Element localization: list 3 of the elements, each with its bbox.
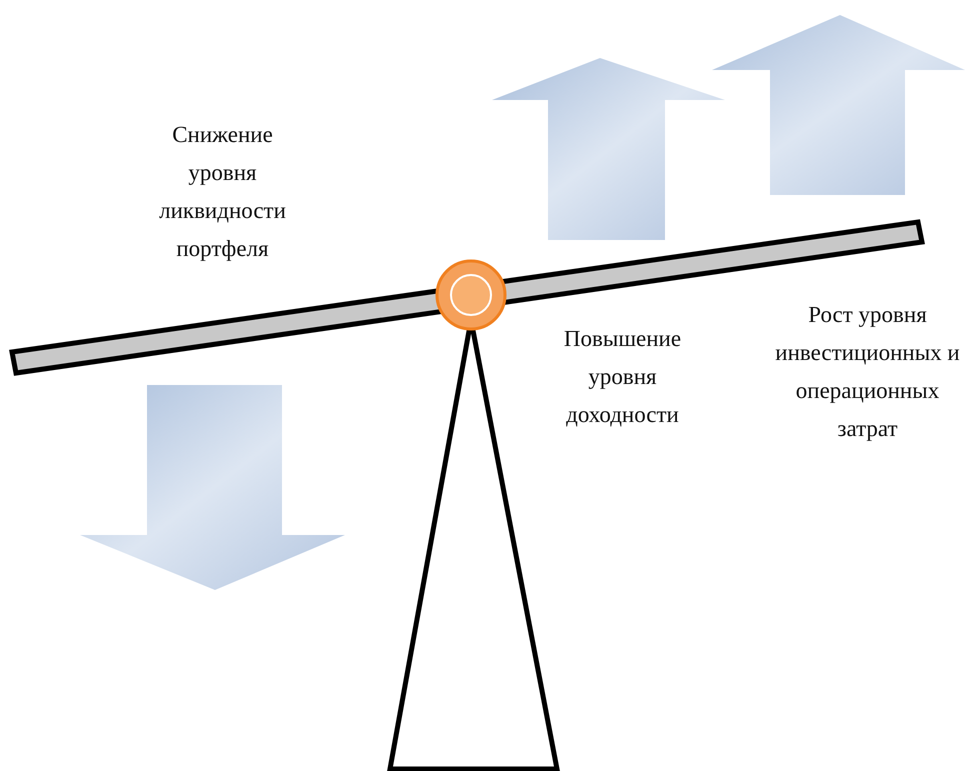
label-text: Рост уровня инвестиционных и операционных затрат	[774, 301, 961, 443]
label-text: Снижение уровня ликвидности портфеля	[158, 121, 287, 263]
label-text: Повышение уровня доходности	[562, 325, 682, 429]
